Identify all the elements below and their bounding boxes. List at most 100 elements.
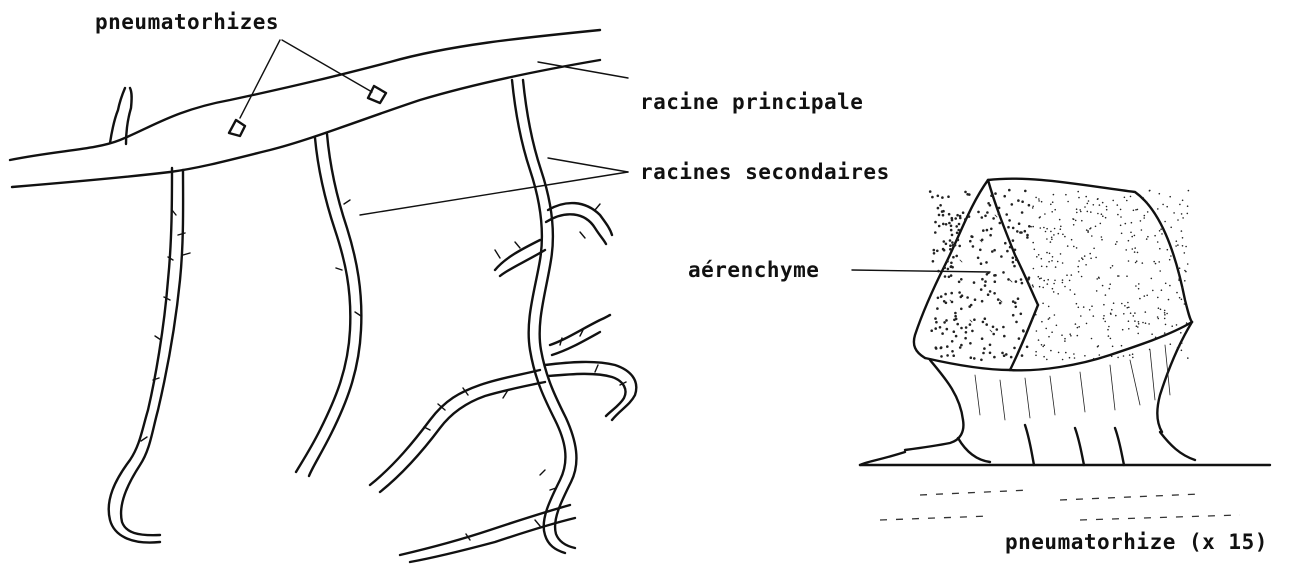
aerenchyme-speckle (1038, 339, 1040, 341)
aerenchyme-speckle (1077, 327, 1079, 329)
aerenchyme-speckle (1016, 230, 1019, 233)
aerenchyme-speckle (939, 326, 942, 329)
aerenchyme-speckle (1086, 323, 1088, 325)
aerenchyme-speckle (1052, 288, 1054, 290)
aerenchyme-speckle (984, 317, 987, 320)
aerenchyme-speckle (1187, 213, 1189, 215)
aerenchyme-speckle (1145, 311, 1147, 313)
aerenchyme-speckle (1128, 240, 1130, 242)
aerenchyme-speckle (996, 328, 999, 331)
aerenchyme-speckle (1021, 211, 1024, 214)
aerenchyme-speckle (1032, 284, 1034, 286)
aerenchyme-speckle (1078, 197, 1080, 199)
aerenchyme-speckle (1143, 217, 1145, 219)
aerenchyme-speckle (1127, 307, 1129, 309)
aerenchyme-speckle (951, 350, 954, 353)
aerenchyme-speckle (1101, 213, 1103, 215)
aerenchyme-speckle (994, 192, 997, 195)
aerenchyme-speckle (1021, 282, 1024, 285)
aerenchyme-speckle (1069, 333, 1071, 335)
aerenchyme-speckle (1136, 325, 1138, 327)
label-racines-secondaires: racines secondaires (640, 160, 890, 184)
aerenchyme-speckle (956, 232, 959, 235)
aerenchyme-speckle (948, 276, 951, 279)
aerenchyme-speckle (1153, 261, 1155, 263)
aerenchyme-speckle (1110, 338, 1112, 340)
aerenchyme-speckle (1087, 211, 1089, 213)
aerenchyme-speckle (945, 223, 948, 226)
aerenchyme-speckle (943, 267, 946, 270)
aerenchyme-speckle (1005, 353, 1008, 356)
aerenchyme-speckle (1105, 294, 1107, 296)
aerenchyme-speckle (968, 215, 971, 218)
aerenchyme-speckle (1049, 253, 1051, 255)
aerenchyme-speckle (1093, 358, 1095, 360)
aerenchyme-speckle (1008, 189, 1011, 192)
aerenchyme-speckle (935, 346, 938, 349)
aerenchyme-speckle (1040, 227, 1042, 229)
aerenchyme-speckle (941, 196, 944, 199)
aerenchyme-speckle (1085, 196, 1087, 198)
aerenchyme-speckle (1021, 354, 1024, 357)
aerenchyme-speckle (1066, 274, 1068, 276)
aerenchyme-speckle (1157, 297, 1159, 299)
aerenchyme-speckle (960, 296, 963, 299)
aerenchyme-speckle (1101, 239, 1103, 241)
aerenchyme-speckle (1060, 253, 1062, 255)
aerenchyme-speckle (1048, 261, 1050, 263)
aerenchyme-speckle (973, 318, 976, 321)
aerenchyme-speckle (1114, 352, 1116, 354)
aerenchyme-speckle (1181, 342, 1183, 344)
aerenchyme-speckle (934, 231, 937, 234)
aerenchyme-speckle (944, 275, 947, 278)
aerenchyme-speckle (1035, 351, 1037, 353)
aerenchyme-speckle (1178, 278, 1180, 280)
aerenchyme-speckle (993, 274, 996, 277)
aerenchyme-speckle (1093, 315, 1095, 317)
aerenchyme-speckle (1170, 343, 1172, 345)
aerenchyme-speckle (939, 204, 942, 207)
secondary-root-3 (370, 80, 636, 562)
aerenchyme-speckle (1111, 356, 1113, 358)
aerenchyme-speckle (1107, 329, 1109, 331)
aerenchyme-speckle (1099, 354, 1101, 356)
aerenchyme-speckle (946, 354, 949, 357)
aerenchyme-speckle (1038, 276, 1040, 278)
aerenchyme-speckle (1128, 328, 1130, 330)
aerenchyme-speckle (1131, 222, 1133, 224)
aerenchyme-speckle (993, 249, 996, 252)
aerenchyme-speckle (1084, 206, 1086, 208)
aerenchyme-speckle (1097, 198, 1099, 200)
aerenchyme-speckle (1024, 230, 1027, 233)
aerenchyme-speckle (940, 347, 943, 350)
aerenchyme-speckle (956, 214, 959, 217)
aerenchyme-speckle (1178, 273, 1180, 275)
aerenchyme-speckle (986, 211, 989, 214)
aerenchyme-speckle (1003, 354, 1006, 357)
aerenchyme-speckle (1069, 280, 1071, 282)
aerenchyme-speckle (970, 356, 973, 359)
aerenchyme-speckle (1062, 262, 1064, 264)
aerenchyme-speckle (1041, 344, 1043, 346)
aerenchyme-speckle (1160, 228, 1162, 230)
aerenchyme-speckle (1064, 338, 1066, 340)
aerenchyme-speckle (1052, 201, 1054, 203)
aerenchyme-speckle (1007, 226, 1010, 229)
aerenchyme-speckle (1132, 248, 1134, 250)
aerenchyme-speckle (1116, 241, 1118, 243)
aerenchyme-speckle (952, 354, 955, 357)
aerenchyme-speckle (1038, 254, 1040, 256)
aerenchyme-speckle (1015, 280, 1018, 283)
aerenchyme-speckle (964, 191, 967, 194)
aerenchyme-speckle (1057, 261, 1059, 263)
aerenchyme-speckle (1064, 340, 1066, 342)
aerenchyme-speckle (1034, 249, 1036, 251)
aerenchyme-speckle (964, 218, 967, 221)
aerenchyme-speckle (983, 347, 986, 350)
aerenchyme-speckle (1036, 256, 1038, 258)
aerenchyme-speckle (1155, 263, 1157, 265)
aerenchyme-speckle (931, 196, 934, 199)
aerenchyme-speckle (930, 329, 933, 332)
aerenchyme-speckle (951, 241, 954, 244)
aerenchyme-speckle (948, 213, 951, 216)
